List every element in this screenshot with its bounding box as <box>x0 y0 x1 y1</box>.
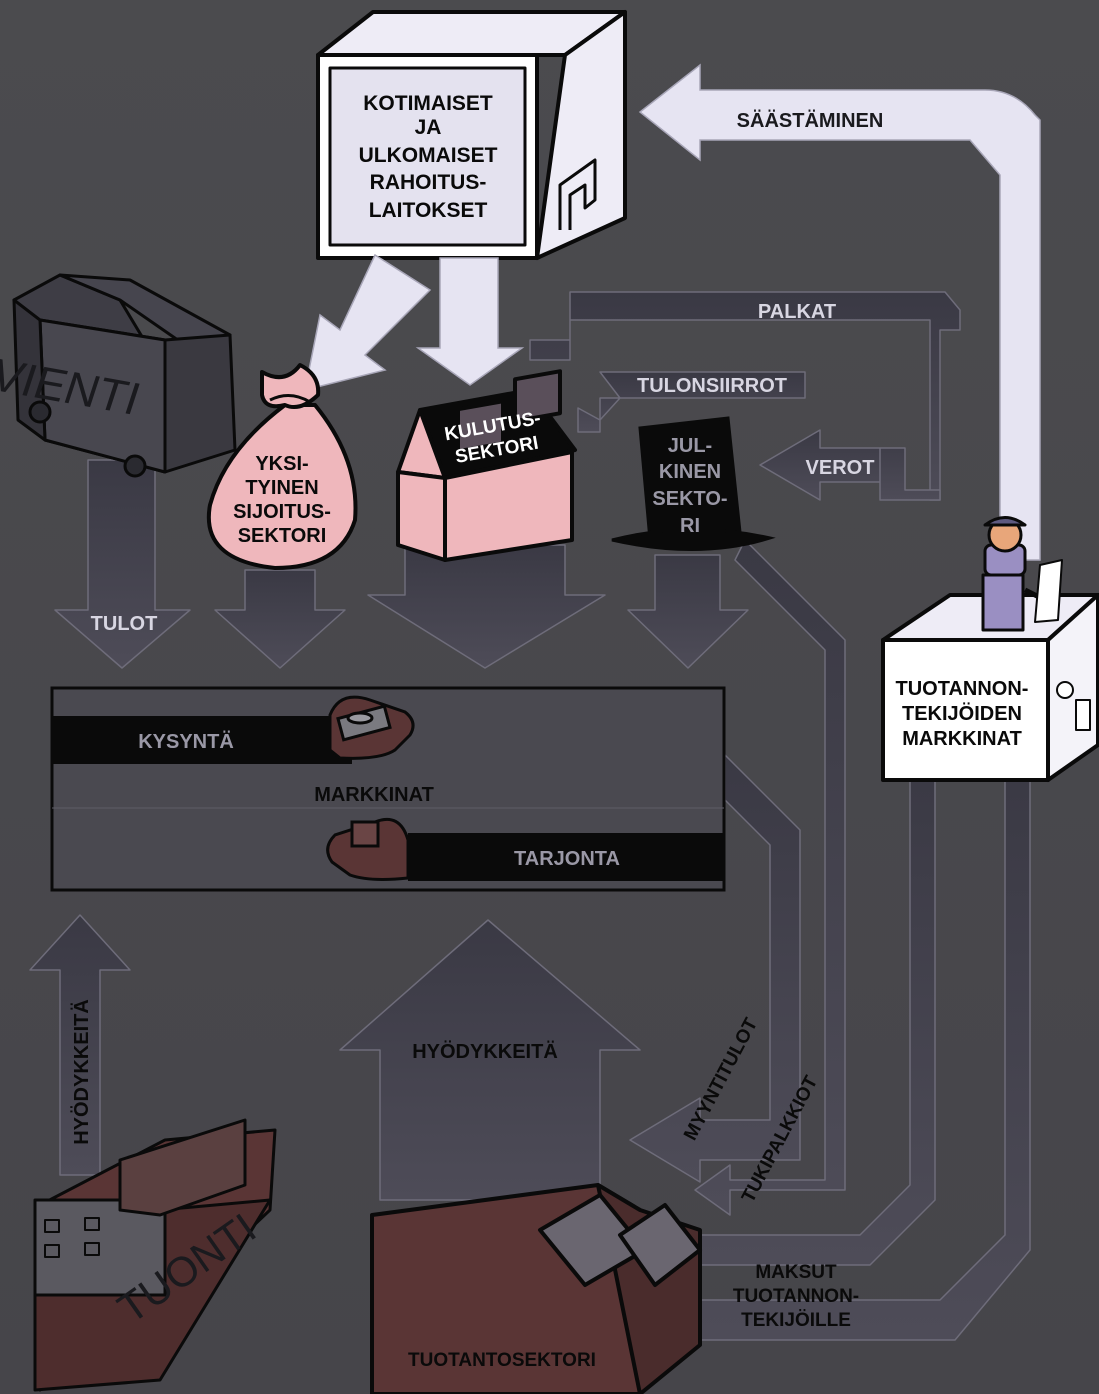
goods-center-up-arrow <box>339 919 641 1201</box>
financial-label-line-3: ULKOMAISET <box>359 144 498 167</box>
subsidies-arrow <box>694 539 846 1216</box>
saving-label: SÄÄSTÄMINEN <box>737 109 884 132</box>
money-bag-icon <box>206 363 358 570</box>
financial-label-line-4: RAHOITUS- <box>370 171 487 194</box>
saving-arrow <box>638 63 1041 561</box>
production-factory-icon <box>370 1183 702 1394</box>
private-label-line-3: SIJOITUS- <box>233 501 331 523</box>
factor-payments-label-line-3: TEKIJÖILLE <box>741 1310 851 1331</box>
private-down-arrow <box>214 569 346 669</box>
factor-market-label-line-2: TEKIJÖIDEN <box>902 702 1022 725</box>
public-label-line-2: KINEN <box>659 461 721 483</box>
private-label-line-1: YKSI- <box>255 453 308 475</box>
financial-label-line-2: JA <box>415 116 442 139</box>
financial-institutions-building <box>316 10 627 260</box>
private-label-line-2: TYINEN <box>245 477 318 499</box>
financial-to-private-arrow <box>304 253 432 392</box>
transfers-label: TULONSIIRROT <box>637 375 787 397</box>
private-label-line-4: SEKTORI <box>238 525 327 547</box>
worker-figure-icon <box>981 516 1063 632</box>
top-hat-icon <box>611 416 776 552</box>
demand-label: KYSYNTÄ <box>138 730 234 753</box>
goods-left-up-arrow <box>29 914 131 1176</box>
production-label: TUOTANTOSEKTORI <box>408 1350 596 1371</box>
factor-payments-label-line-2: TUOTANNON- <box>733 1286 859 1307</box>
export-truck-icon <box>12 273 237 478</box>
hand-money-icon <box>328 695 415 760</box>
supply-label: TARJONTA <box>514 848 620 870</box>
import-ship-icon <box>33 1118 277 1392</box>
public-label-line-3: SEKTO- <box>652 488 727 510</box>
taxes-arrow <box>759 429 941 501</box>
sales-income-arrow <box>629 754 801 1183</box>
factor-market-label-line-3: MARKKINAT <box>902 728 1022 750</box>
public-label-line-1: JUL- <box>668 435 712 457</box>
income-label: TULOT <box>91 613 158 635</box>
taxes-label: VEROT <box>806 457 875 479</box>
transfers-arrow <box>577 371 806 433</box>
public-down-arrow <box>627 554 749 669</box>
goods-left-label: HYÖDYKKEITÄ <box>70 999 93 1145</box>
household-down-arrow <box>367 544 606 669</box>
financial-to-household-arrow <box>415 257 525 386</box>
factor-payments-label-line-1: MAKSUT <box>755 1262 837 1283</box>
wages-label: PALKAT <box>758 301 836 323</box>
markets-label: MARKKINAT <box>314 784 434 806</box>
financial-label-line-5: LAITOKSET <box>369 199 488 222</box>
household-house-icon <box>396 369 577 562</box>
financial-label-line-1: KOTIMAISET <box>363 92 493 115</box>
factor-market-label-line-1: TUOTANNON- <box>896 678 1029 700</box>
public-label-line-4: RI <box>680 515 700 537</box>
goods-center-label: HYÖDYKKEITÄ <box>412 1040 558 1063</box>
hand-goods-icon <box>326 817 410 881</box>
income-down-arrow <box>54 459 191 669</box>
